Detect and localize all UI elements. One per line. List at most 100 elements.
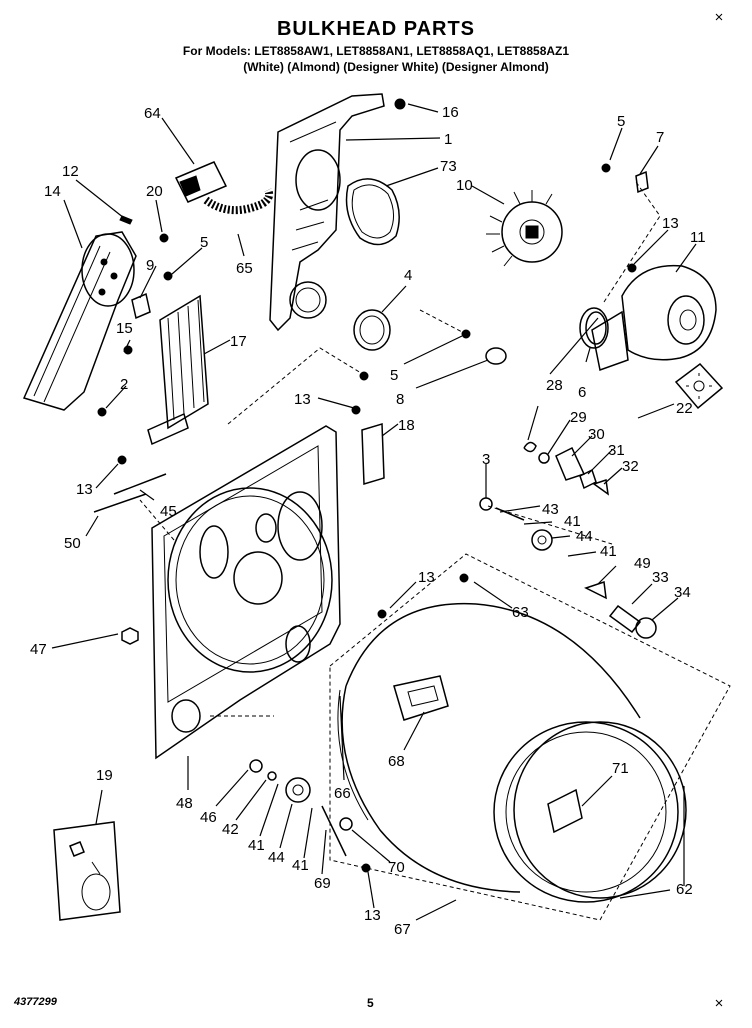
part-20-screw <box>159 233 169 243</box>
callout-7: 7 <box>656 129 664 146</box>
callout-18: 18 <box>398 417 415 434</box>
part-6-seal <box>579 307 609 349</box>
part-16-nut <box>394 98 406 110</box>
callout-71: 71 <box>612 760 629 777</box>
part-50-strip <box>93 493 147 513</box>
part-34-roller <box>635 617 657 639</box>
callout-13: 13 <box>294 391 311 408</box>
part-28-wire <box>523 441 537 453</box>
callout-48: 48 <box>176 795 193 812</box>
callout-34: 34 <box>674 584 691 601</box>
callout-43: 43 <box>542 501 559 518</box>
part-11-blower-housing <box>585 264 717 371</box>
callout-42: 42 <box>222 821 239 838</box>
part-32-clip <box>592 479 609 496</box>
callout-64: 64 <box>144 105 161 122</box>
part-48-bulkhead <box>151 425 341 760</box>
callout-69: 69 <box>314 875 331 892</box>
part-1-bracket <box>269 93 385 332</box>
callout-30: 30 <box>588 426 605 443</box>
part-4-seal-ring <box>353 309 391 351</box>
callout-13: 13 <box>364 907 381 924</box>
part-64-duct <box>174 161 228 203</box>
part-5-screw-lower <box>359 371 369 381</box>
callout-15: 15 <box>116 320 133 337</box>
part-10-blower-wheel <box>486 190 563 267</box>
callout-70: 70 <box>388 859 405 876</box>
callout-46: 46 <box>200 809 217 826</box>
callout-5: 5 <box>617 113 625 130</box>
callout-labels: 64 16 1 5 7 73 12 14 20 10 13 11 5 9 65 … <box>30 104 706 938</box>
part-7-clip <box>635 170 649 194</box>
callout-17: 17 <box>230 333 247 350</box>
callout-10: 10 <box>456 177 473 194</box>
part-13e-screw <box>361 863 371 873</box>
callout-1: 1 <box>444 131 452 148</box>
leader-lines <box>51 103 697 921</box>
part-66-seal <box>337 689 369 821</box>
part-9-bracket <box>131 292 151 320</box>
corner-marks <box>715 13 723 1007</box>
part-17-heater <box>147 294 209 446</box>
part-3-washer <box>479 497 493 511</box>
callout-47: 47 <box>30 641 47 658</box>
callout-3: 3 <box>482 451 490 468</box>
part-22-label <box>674 362 724 410</box>
callout-8: 8 <box>396 391 404 408</box>
color-variants: (White) (Almond) (Designer White) (Desig… <box>243 60 549 74</box>
callout-65: 65 <box>236 260 253 277</box>
part-73-seal <box>345 178 400 246</box>
part-44a-bearing <box>531 529 553 551</box>
callout-41: 41 <box>292 857 309 874</box>
callout-28: 28 <box>546 377 563 394</box>
callout-32: 32 <box>622 458 639 475</box>
callout-41: 41 <box>564 513 581 530</box>
part-29-washer <box>538 452 550 464</box>
callout-31: 31 <box>608 442 625 459</box>
part-13a-screw <box>627 263 637 273</box>
part-19-kit <box>53 821 121 921</box>
assembly-lines <box>139 181 731 921</box>
part-68-baffle <box>393 675 449 721</box>
callout-22: 22 <box>676 400 693 417</box>
part-43-shaft <box>495 507 525 521</box>
part-18-support <box>361 423 385 485</box>
callout-13: 13 <box>76 481 93 498</box>
callout-29: 29 <box>570 409 587 426</box>
part-31-clip <box>579 468 597 490</box>
part-71-baffle <box>547 788 583 834</box>
part-44b-bearing <box>285 777 311 803</box>
callout-33: 33 <box>652 569 669 586</box>
callout-6: 6 <box>578 384 586 401</box>
callout-11: 11 <box>690 229 706 246</box>
part-5a-screw <box>601 163 611 173</box>
callout-45: 45 <box>160 503 177 520</box>
callout-44: 44 <box>268 849 285 866</box>
callout-41: 41 <box>600 543 617 560</box>
page-title: BULKHEAD PARTS <box>276 18 476 40</box>
callout-20: 20 <box>146 183 163 200</box>
part-8-thermostat <box>485 347 507 365</box>
page-number: 5 <box>367 996 374 1010</box>
callout-63: 63 <box>512 604 529 621</box>
callout-4: 4 <box>404 267 412 284</box>
part-33-roller <box>608 604 642 634</box>
callout-16: 16 <box>442 104 459 121</box>
callout-9: 9 <box>146 257 154 274</box>
part-47-nut <box>121 627 139 645</box>
callout-67: 67 <box>394 921 411 938</box>
part-12-screw <box>119 215 133 225</box>
callout-41: 41 <box>248 837 265 854</box>
callout-19: 19 <box>96 767 113 784</box>
callout-50: 50 <box>64 535 81 552</box>
part-13d-screw <box>377 609 387 619</box>
part-45-strip <box>113 473 167 495</box>
part-49-clip <box>584 580 607 600</box>
part-69-shaft <box>321 805 347 857</box>
part-5b-screw <box>163 271 173 281</box>
callout-5: 5 <box>200 234 208 251</box>
part-13c-screw <box>117 455 127 465</box>
callout-14: 14 <box>44 183 61 200</box>
